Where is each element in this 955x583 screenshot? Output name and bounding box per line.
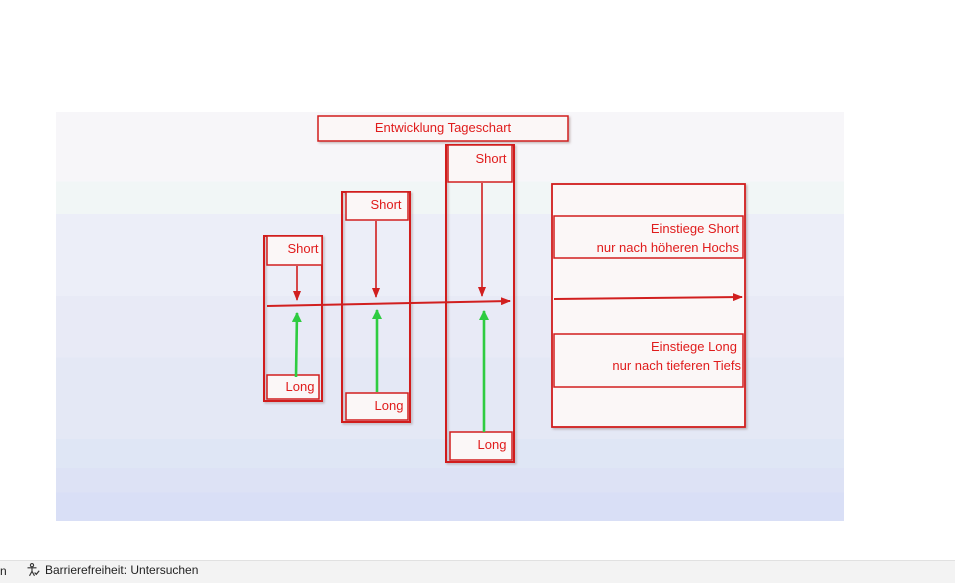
column-3-long-label: Long <box>477 437 507 452</box>
title-box <box>317 115 569 142</box>
column-3-long-box <box>449 431 513 461</box>
column-1-long-label: Long <box>285 379 315 394</box>
diagram-title: Entwicklung Tageschart <box>374 120 512 135</box>
info-short-line2: nur nach höheren Hochs <box>596 240 739 255</box>
info-short-line1: Einstiege Short <box>650 221 739 236</box>
status-left-fragment: n <box>0 564 7 578</box>
column-1-long-arrow <box>291 312 302 378</box>
column-1-short-box <box>266 235 323 266</box>
info-long-box <box>553 333 744 388</box>
accessibility-button[interactable]: Barrierefreiheit: Untersuchen <box>26 563 198 577</box>
trend-arrow <box>266 297 511 307</box>
info-long-line1: Einstiege Long <box>650 339 737 354</box>
column-2-long-box <box>345 392 409 421</box>
column-3-short-label: Short <box>475 151 507 166</box>
info-short-box <box>553 215 744 259</box>
column-2-short-box <box>345 191 409 221</box>
column-1-long-box <box>266 374 320 400</box>
column-2-short-label: Short <box>370 197 402 212</box>
column-3-short-box <box>447 144 513 183</box>
info-long-line2: nur nach tieferen Tiefs <box>612 358 741 373</box>
status-bar: n Barrierefreiheit: Untersuchen <box>0 560 955 583</box>
info-arrow <box>553 293 743 302</box>
accessibility-check-icon <box>26 563 40 577</box>
column-2-long-label: Long <box>374 398 404 413</box>
column-1-short-label: Short <box>287 241 319 256</box>
accessibility-label: Barrierefreiheit: Untersuchen <box>45 563 199 577</box>
